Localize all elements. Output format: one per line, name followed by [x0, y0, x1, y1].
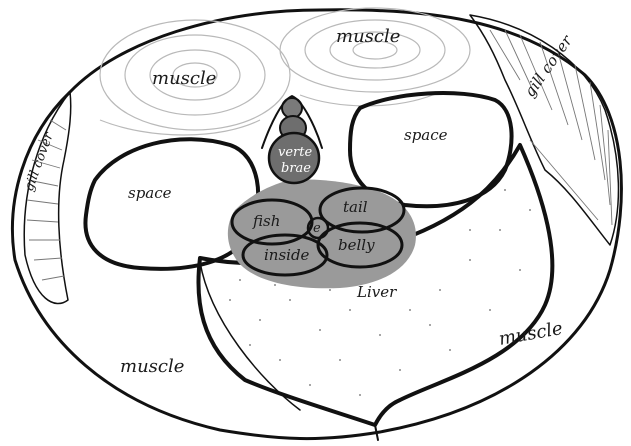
label-muscle-top-right: muscle	[336, 26, 400, 47]
gill-cover-left	[24, 92, 71, 304]
label-tail: tail	[343, 198, 368, 216]
label-space-right: space	[404, 126, 448, 144]
label-vertebrae-2: brae	[281, 161, 311, 176]
label-vertebrae-1: verte	[278, 145, 312, 160]
label-center: e	[313, 221, 321, 236]
label-liver: Liver	[356, 283, 397, 301]
label-muscle-bottom-right: muscle	[497, 318, 564, 350]
label-inside: inside	[264, 246, 310, 264]
label-space-left: space	[128, 184, 172, 202]
label-gill-cover-left: gill cover	[22, 130, 57, 193]
label-belly: belly	[338, 236, 375, 254]
label-fish: fish	[252, 212, 280, 230]
label-muscle-top-left: muscle	[152, 68, 216, 89]
label-muscle-bottom-left: muscle	[120, 356, 184, 377]
